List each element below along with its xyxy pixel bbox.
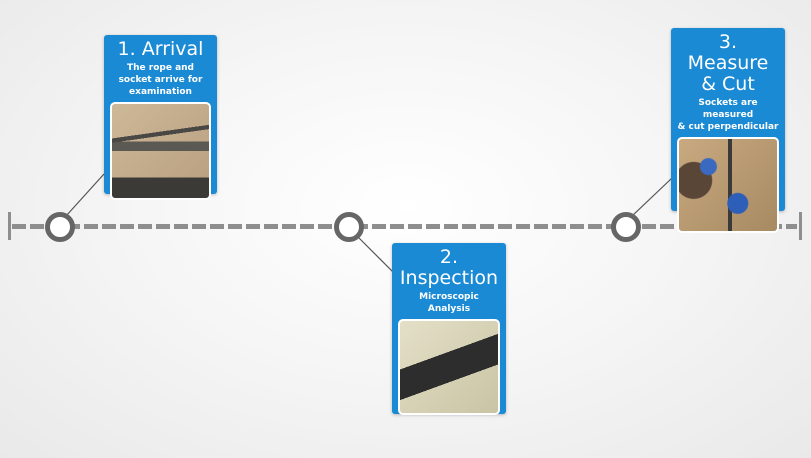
step-subtitle-line2: & cut perpendicular bbox=[677, 122, 779, 132]
rope-and-socket-photo bbox=[110, 102, 211, 200]
step-title-number: 2. bbox=[439, 246, 459, 268]
step-card-arrival[interactable]: 1. Arrival The rope and socket arrive fo… bbox=[104, 35, 217, 200]
timeline-start-cap bbox=[8, 212, 11, 240]
timeline-node-arrival[interactable] bbox=[45, 212, 75, 242]
workers-cutting-socket-photo bbox=[677, 137, 779, 233]
step-title: 1. Arrival bbox=[117, 38, 204, 60]
step-subtitle: Microscopic Analysis bbox=[419, 292, 479, 314]
step-subtitle: Sockets are measured & cut perpendicular bbox=[677, 97, 779, 133]
step-title-cont: & Cut bbox=[701, 73, 755, 95]
step-title: Inspection bbox=[399, 267, 499, 289]
step-card-measure-cut[interactable]: 3. Measure & Cut Sockets are measured & … bbox=[671, 28, 785, 233]
step-subtitle: The rope and socket arrive for examinati… bbox=[118, 63, 203, 97]
timeline-dashed-line bbox=[12, 224, 797, 229]
timeline-node-inspection[interactable] bbox=[334, 212, 364, 242]
timeline-end-cap bbox=[799, 212, 802, 240]
microscope-rope-end-photo bbox=[398, 319, 500, 415]
step-subtitle-line1: Sockets are measured bbox=[698, 98, 758, 120]
timeline-node-measure-cut[interactable] bbox=[611, 212, 641, 242]
step-card-inspection[interactable]: 2. Inspection Microscopic Analysis bbox=[392, 243, 506, 415]
step-title: 3. Measure bbox=[687, 31, 769, 74]
